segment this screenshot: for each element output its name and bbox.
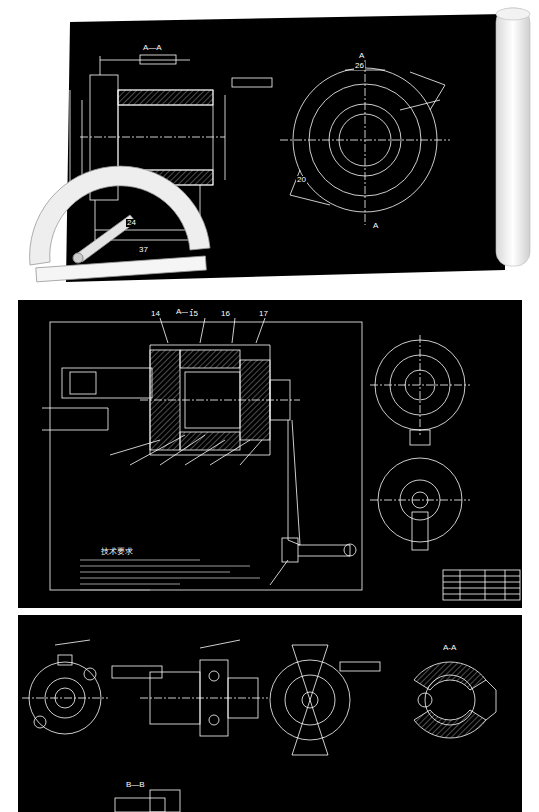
drawing-label: 26 [354, 62, 365, 70]
drawing-label: B—B [125, 781, 146, 789]
sheet-three [18, 615, 522, 812]
drawing-label: 37 [138, 246, 149, 254]
drawing-label: A—A [142, 44, 163, 52]
drawing-label: 技术要求 [100, 548, 134, 556]
sheet-one [30, 8, 530, 282]
drawing-label: A-A [442, 644, 457, 652]
drawing-label: A [358, 52, 365, 60]
sheet-two [18, 300, 522, 608]
drawing-label: 14 [150, 310, 161, 318]
drawing-label: 20 [296, 176, 307, 184]
drawing-label: A [372, 222, 379, 230]
drawing-label: 17 [258, 310, 269, 318]
drawing-label: 24 [126, 219, 137, 227]
drawing-label: 15 [188, 310, 199, 318]
drawing-label: 16 [220, 310, 231, 318]
